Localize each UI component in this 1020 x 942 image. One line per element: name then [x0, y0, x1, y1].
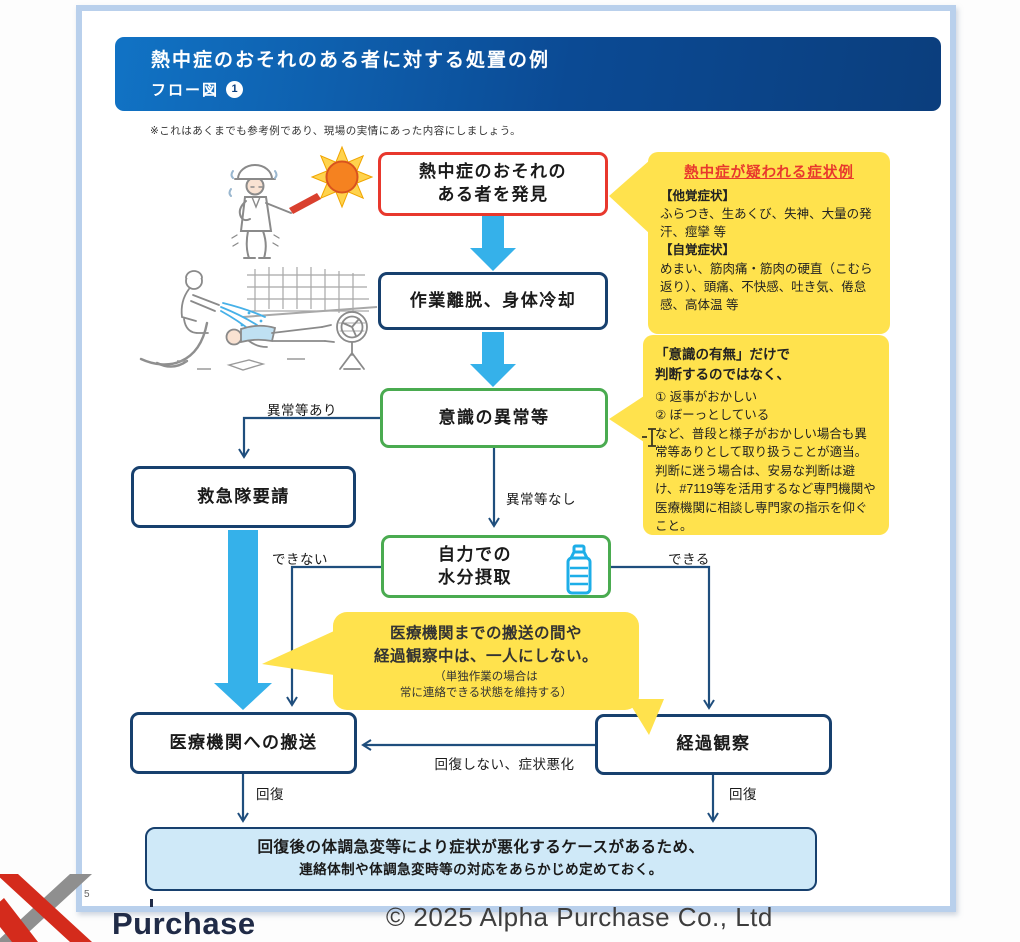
after-recovery-line2: 連絡体制や体調急変時等の対応をあらかじめ定めておく。: [299, 862, 663, 878]
objective-symptoms-body: ふらつき、生あくび、失神、大量の発汗、痙攣 等: [660, 207, 872, 240]
lying-person: [225, 324, 335, 348]
pointer-symptoms-to-find: [609, 160, 650, 234]
pointer-callout-left: [262, 631, 334, 675]
disclaimer-note: ※これはあくまでも参考例であり、現場の実情にあった内容にしましょう。: [150, 125, 522, 137]
callout-line2: 経過観察中は、一人にしない。: [373, 648, 598, 666]
pointer-consciousness-to-box: [609, 396, 644, 442]
label-abnormal-yes: 異常等あり: [267, 403, 337, 418]
flow-box-consciousness-check: 意識の異常等: [380, 388, 608, 448]
label-abnormal-no: 異常等なし: [506, 492, 576, 507]
advisory-symptoms-box: 熱中症が疑われる症状例 【他覚症状】 ふらつき、生あくび、失神、大量の発汗、痙攣…: [648, 152, 890, 334]
fan-icon: [336, 311, 368, 370]
water-hose: [139, 321, 209, 368]
callout-line1: 医療機関までの搬送の間や: [389, 625, 582, 642]
worker-figure: [228, 164, 321, 259]
after-recovery-line1: 回復後の体調急変等により症状が悪化するケースがあるため、: [257, 839, 705, 857]
advisory-consciousness-head: 「意識の有無」だけで 判断するのではなく、: [655, 347, 790, 383]
page-number: 5: [84, 889, 90, 900]
objective-symptoms-head: 【他覚症状】: [660, 189, 736, 203]
advisory-symptoms-title: 熱中症が疑われる症状例: [684, 165, 854, 181]
ground-items: [177, 358, 305, 371]
subtitle-label: フロー図: [151, 81, 220, 99]
worker-heat-illustration: [228, 145, 374, 259]
flow-box-after-recovery-note: 回復後の体調急変等により症状が悪化するケースがあるため、 連絡体制や体調急変時等…: [145, 827, 817, 891]
page-header: 熱中症のおそれのある者に対する処置の例 フロー図 1: [115, 37, 941, 111]
logo-wordmark: Purchase: [112, 906, 256, 941]
advisory-consciousness-body: ① 返事がおかしい ② ぼーっとしている など、普段と様子がおかしい場合も異常等…: [655, 389, 876, 534]
alpha-purchase-logo-icon: [0, 874, 92, 942]
advisory-consciousness-box: 「意識の有無」だけで 判断するのではなく、 ① 返事がおかしい ② ぼーっとして…: [643, 335, 889, 535]
callout-not-alone-box: 医療機関までの搬送の間や 経過観察中は、一人にしない。 （単独作業の場合は 常に…: [333, 612, 639, 710]
copyright-text: © 2025 Alpha Purchase Co., Ltd: [386, 902, 773, 932]
label-cannot: できない: [272, 552, 328, 567]
label-no-recovery: 回復しない、症状悪化: [434, 757, 575, 772]
flow-box-leave-work-cool-body: 作業離脱、身体冷却: [378, 272, 608, 330]
flow-number-badge: 1: [226, 80, 244, 98]
mouse-cursor-icon: [642, 428, 656, 447]
connector-abnormal-yes: [238, 416, 380, 459]
callout-line4: 常に連絡できる状態を維持する）: [399, 687, 573, 700]
cooling-illustration: [139, 267, 378, 371]
page-title: 熱中症のおそれのある者に対する処置の例: [151, 50, 551, 71]
subjective-symptoms-body: めまい、筋肉痛・筋肉の硬直（こむら返り）、頭痛、不快感、吐き気、倦怠感、高体温 …: [660, 261, 873, 312]
flow-box-self-hydration: 自力での 水分摂取: [381, 535, 611, 598]
callout-line3: （単独作業の場合は: [434, 670, 538, 683]
self-hydration-label: 自力での 水分摂取: [438, 544, 512, 587]
flow-box-find-victim: 熱中症のおそれの ある者を発見: [378, 152, 608, 216]
slide-page: 熱中症のおそれのある者に対する処置の例 フロー図 1 ※これはあくまでも参考例で…: [76, 5, 956, 912]
flow-box-call-ambulance: 救急隊要請: [131, 466, 356, 528]
rescuer-figure: [180, 270, 220, 334]
label-recovery-right: 回復: [729, 787, 757, 802]
sun-icon: [310, 145, 374, 209]
flow-box-observation: 経過観察: [595, 714, 832, 775]
subjective-symptoms-head: 【自覚症状】: [660, 243, 736, 258]
water-bottle-icon: [566, 544, 592, 595]
water-spray: [220, 302, 266, 332]
rebar-background: [242, 267, 378, 318]
label-recovery-left: 回復: [256, 787, 284, 802]
flow-box-transport-to-hospital: 医療機関への搬送: [130, 712, 357, 774]
thick-arrow-cool-to-conscious: [470, 332, 516, 387]
page-subtitle: フロー図 1: [151, 79, 941, 100]
label-can: できる: [668, 552, 710, 567]
logo-accent-mark: [150, 899, 153, 907]
thick-arrow-find-to-cool: [470, 216, 516, 271]
